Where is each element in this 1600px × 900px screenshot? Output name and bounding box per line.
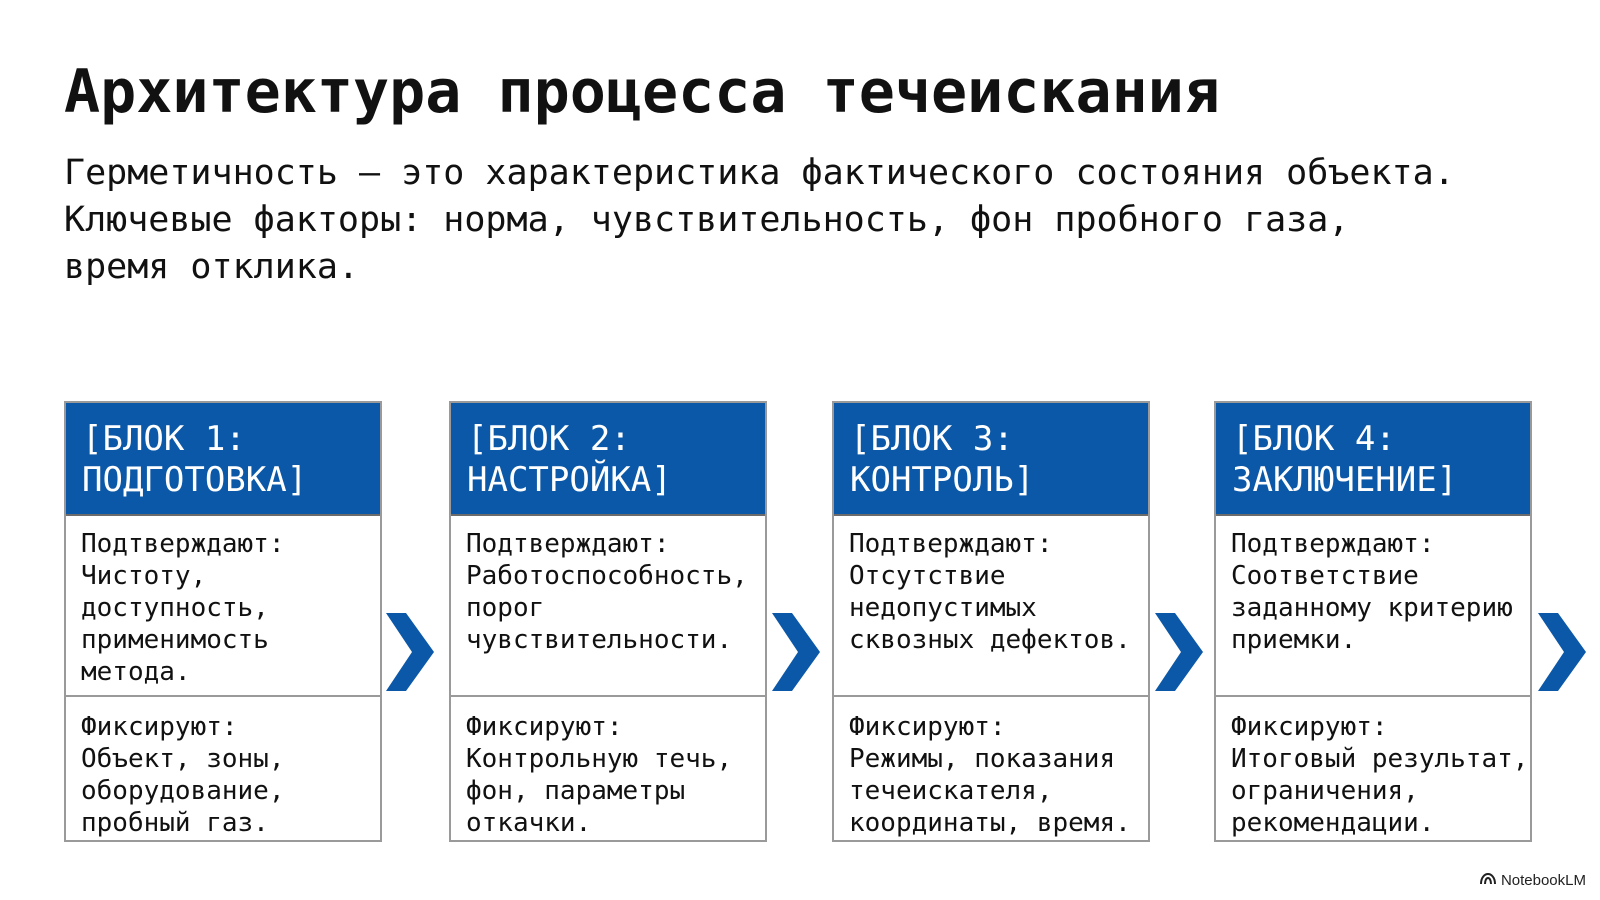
block-header-line: КОНТРОЛЬ] — [850, 460, 1035, 500]
block-header: [БЛОК 4: ЗАКЛЮЧЕНИЕ] — [1216, 403, 1530, 516]
block-header-line: ЗАКЛЮЧЕНИЕ] — [1232, 460, 1458, 500]
record-line: фон, параметры — [466, 776, 686, 806]
subtitle: Герметичность — это характеристика факти… — [64, 150, 1455, 291]
record-label: Фиксируют: — [849, 712, 1006, 742]
confirm-line: метода. — [81, 657, 191, 687]
confirm-section: Подтверждают: Чистоту, доступность, прим… — [66, 516, 380, 697]
block-header-line: [БЛОК 2: — [467, 419, 631, 459]
record-section: Фиксируют: Контрольную течь, фон, параме… — [451, 697, 765, 839]
record-section: Фиксируют: Режимы, показания течеискател… — [834, 697, 1148, 839]
chevron-right-icon — [386, 613, 434, 691]
record-line: ограничения, — [1231, 776, 1419, 806]
confirm-line: применимость — [81, 625, 269, 655]
chevron-right-icon — [1155, 613, 1203, 691]
record-line: координаты, время. — [849, 808, 1131, 838]
confirm-label: Подтверждают: — [1231, 529, 1435, 559]
record-line: рекомендации. — [1231, 808, 1435, 838]
chevron-right-icon — [772, 613, 820, 691]
record-label: Фиксируют: — [81, 712, 238, 742]
block-header-line: [БЛОК 3: — [850, 419, 1014, 459]
subtitle-line: время отклика. — [64, 247, 360, 287]
record-line: Контрольную течь, — [466, 744, 733, 774]
subtitle-line: Герметичность — это характеристика факти… — [64, 153, 1455, 193]
brand-label: NotebookLM — [1500, 872, 1586, 889]
brand-watermark: NotebookLM — [1479, 872, 1586, 889]
record-line: Объект, зоны, — [81, 744, 285, 774]
confirm-line: приемки. — [1231, 625, 1357, 655]
block-header: [БЛОК 2: НАСТРОЙКА] — [451, 403, 765, 516]
block-header-line: НАСТРОЙКА] — [467, 460, 672, 500]
record-label: Фиксируют: — [466, 712, 623, 742]
record-line: Итоговый результат, — [1231, 744, 1529, 774]
record-line: оборудование, — [81, 776, 285, 806]
confirm-line: доступность, — [81, 593, 269, 623]
confirm-line: Работоспособность, — [466, 561, 748, 591]
confirm-section: Подтверждают: Соответствие заданному кри… — [1216, 516, 1530, 697]
confirm-section: Подтверждают: Отсутствие недопустимых ск… — [834, 516, 1148, 697]
confirm-line: сквозных дефектов. — [849, 625, 1131, 655]
confirm-label: Подтверждают: — [466, 529, 670, 559]
chevron-right-icon — [1538, 613, 1586, 691]
process-block-4: [БЛОК 4: ЗАКЛЮЧЕНИЕ] Подтверждают: Соотв… — [1214, 401, 1532, 842]
block-header-line: ПОДГОТОВКА] — [82, 460, 308, 500]
block-header-line: [БЛОК 4: — [1232, 419, 1396, 459]
record-line: Режимы, показания — [849, 744, 1116, 774]
notebooklm-logo-icon — [1479, 872, 1496, 889]
record-line: откачки. — [466, 808, 592, 838]
confirm-line: порог — [466, 593, 545, 623]
process-block-3: [БЛОК 3: КОНТРОЛЬ] Подтверждают: Отсутст… — [832, 401, 1150, 842]
confirm-line: Отсутствие — [849, 561, 1006, 591]
confirm-line: Соответствие — [1231, 561, 1419, 591]
process-block-2: [БЛОК 2: НАСТРОЙКА] Подтверждают: Работо… — [449, 401, 767, 842]
block-header: [БЛОК 1: ПОДГОТОВКА] — [66, 403, 380, 516]
record-section: Фиксируют: Объект, зоны, оборудование, п… — [66, 697, 380, 839]
record-line: пробный газ. — [81, 808, 269, 838]
block-header-line: [БЛОК 1: — [82, 419, 246, 459]
record-section: Фиксируют: Итоговый результат, ограничен… — [1216, 697, 1530, 839]
block-header: [БЛОК 3: КОНТРОЛЬ] — [834, 403, 1148, 516]
confirm-line: заданному критерию — [1231, 593, 1513, 623]
confirm-section: Подтверждают: Работоспособность, порог ч… — [451, 516, 765, 697]
process-block-1: [БЛОК 1: ПОДГОТОВКА] Подтверждают: Чисто… — [64, 401, 382, 842]
confirm-label: Подтверждают: — [849, 529, 1053, 559]
page-title: Архитектура процесса течеискания — [64, 57, 1220, 127]
record-label: Фиксируют: — [1231, 712, 1388, 742]
subtitle-line: Ключевые факторы: норма, чувствительност… — [64, 200, 1350, 240]
confirm-line: недопустимых — [849, 593, 1037, 623]
record-line: течеискателя, — [849, 776, 1053, 806]
confirm-label: Подтверждают: — [81, 529, 285, 559]
confirm-line: Чистоту, — [81, 561, 207, 591]
confirm-line: чувствительности. — [466, 625, 733, 655]
